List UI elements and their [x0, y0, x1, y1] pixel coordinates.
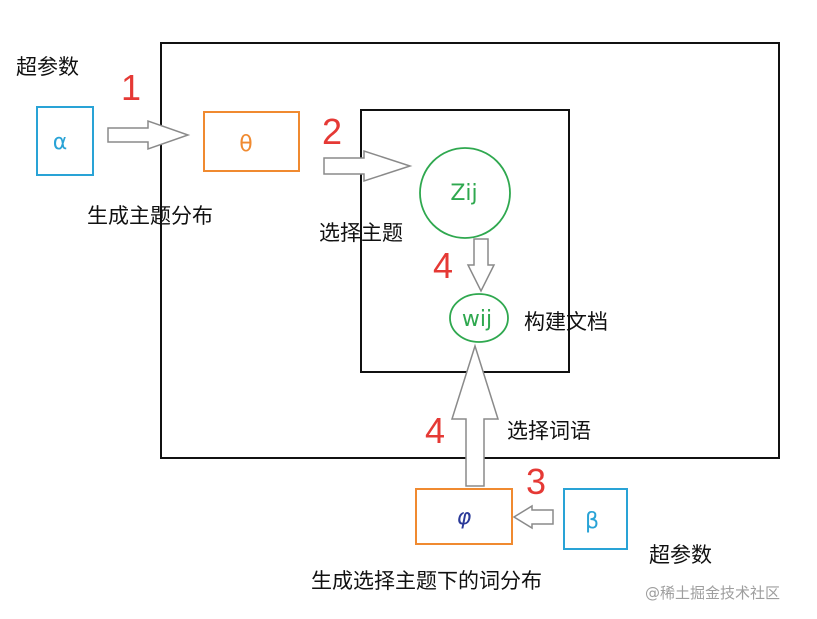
phi-box	[415, 488, 513, 545]
step-number-4-upper: 4	[433, 245, 453, 286]
beta-box	[563, 488, 628, 550]
theta-box	[203, 111, 300, 172]
beta-symbol: β	[585, 509, 599, 534]
label-hyperparameter-top: 超参数	[16, 55, 79, 79]
arrow-z-to-w	[466, 238, 496, 293]
label-choose-word: 选择词语	[507, 419, 591, 443]
w-node	[449, 293, 509, 343]
arrow-theta-to-z	[323, 149, 413, 183]
step-number-2: 2	[322, 111, 342, 152]
label-generate-word-distribution: 生成选择主题下的词分布	[311, 569, 542, 593]
z-symbol: Zij	[450, 181, 477, 206]
step-number-3: 3	[526, 461, 546, 502]
label-generate-topic-distribution: 生成主题分布	[87, 204, 213, 228]
phi-symbol: φ	[457, 505, 472, 530]
alpha-symbol: α	[53, 130, 68, 155]
label-hyperparameter-bottom: 超参数	[649, 543, 712, 567]
arrow-beta-to-phi	[512, 504, 554, 530]
z-node	[419, 147, 511, 239]
label-build-document: 构建文档	[524, 310, 608, 334]
theta-symbol: θ	[239, 132, 252, 157]
step-number-1: 1	[121, 67, 141, 108]
label-choose-topic: 选择主题	[319, 221, 403, 245]
alpha-box	[36, 106, 94, 176]
inner-plate	[360, 109, 570, 373]
w-symbol: wij	[462, 307, 492, 332]
watermark: @稀土掘金技术社区	[645, 584, 780, 602]
step-number-4-lower: 4	[425, 410, 445, 451]
arrow-phi-to-w	[450, 343, 500, 487]
arrow-alpha-to-theta	[107, 119, 191, 151]
